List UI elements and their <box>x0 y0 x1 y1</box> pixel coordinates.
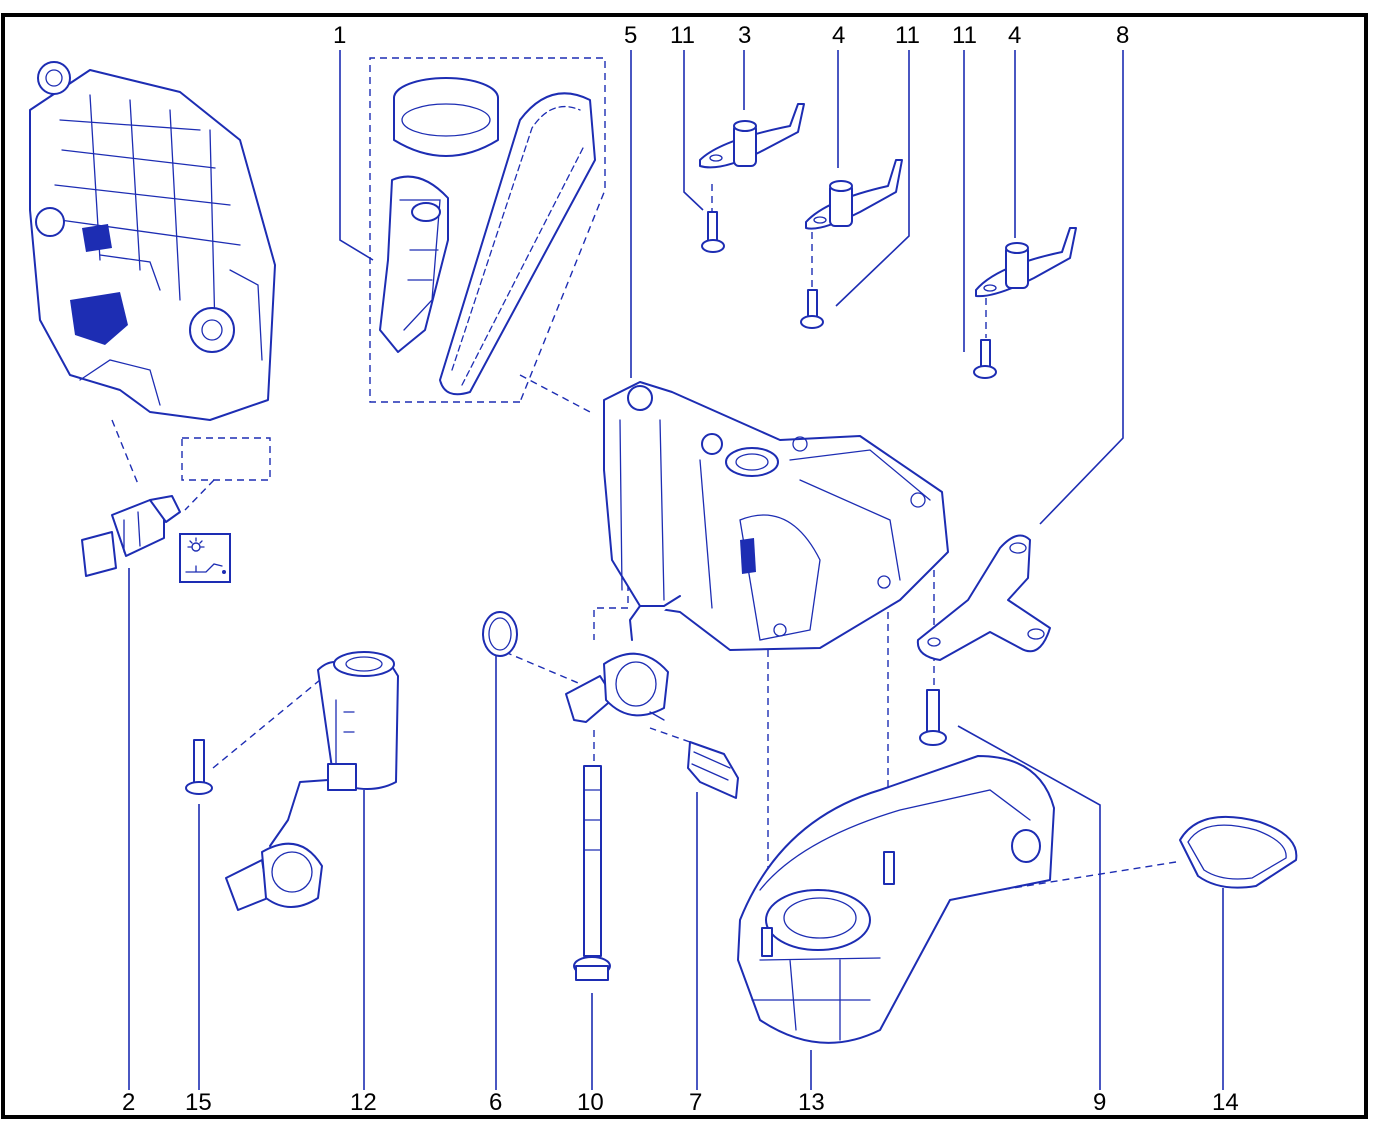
sensor-bracket-4a <box>805 159 903 230</box>
callout-11b: 11 <box>895 22 920 49</box>
oil-pressure-sensor <box>81 495 181 577</box>
callout-8: 8 <box>1116 22 1129 49</box>
callout-10: 10 <box>577 1089 604 1116</box>
oil-pressure-warning-icon <box>179 533 231 583</box>
bolt-10 <box>573 765 611 981</box>
oil-pump <box>603 381 949 651</box>
strainer-gasket-14 <box>1179 815 1298 889</box>
screw-11b <box>800 289 824 329</box>
callout-13: 13 <box>798 1089 825 1116</box>
callout-15: 15 <box>185 1089 212 1116</box>
pump-solenoid-valve <box>565 652 669 723</box>
callout-6: 6 <box>489 1089 502 1116</box>
engine-assembly-icon <box>29 61 276 421</box>
callout-12: 12 <box>350 1089 377 1116</box>
callout-5: 5 <box>624 22 637 49</box>
callout-1: 1 <box>333 22 346 49</box>
callout-3: 3 <box>738 22 751 49</box>
callout-14: 14 <box>1212 1089 1239 1116</box>
retaining-clip-7 <box>687 741 739 799</box>
pump-bracket-8 <box>916 534 1051 661</box>
o-ring-6 <box>482 611 518 657</box>
callout-4a: 4 <box>832 22 845 49</box>
callout-9: 9 <box>1093 1089 1106 1116</box>
oil-pressure-solenoid-12 <box>225 651 399 911</box>
sensor-bracket-3 <box>699 103 805 169</box>
sensor-bracket-4b <box>975 227 1077 298</box>
screw-11a <box>701 211 725 253</box>
callout-2: 2 <box>122 1089 135 1116</box>
callout-11a: 11 <box>670 22 695 49</box>
screw-9 <box>919 689 947 746</box>
screw-11c <box>973 339 997 379</box>
leader-lines <box>128 50 1224 1090</box>
callout-11c: 11 <box>952 22 977 49</box>
callout-7: 7 <box>689 1089 702 1116</box>
diagram-frame <box>1 13 1368 1119</box>
callout-4b: 4 <box>1008 22 1021 49</box>
timing-chain-kit <box>379 77 596 396</box>
oil-strainer-13 <box>737 755 1055 1044</box>
dowel-pin-15 <box>185 739 213 795</box>
